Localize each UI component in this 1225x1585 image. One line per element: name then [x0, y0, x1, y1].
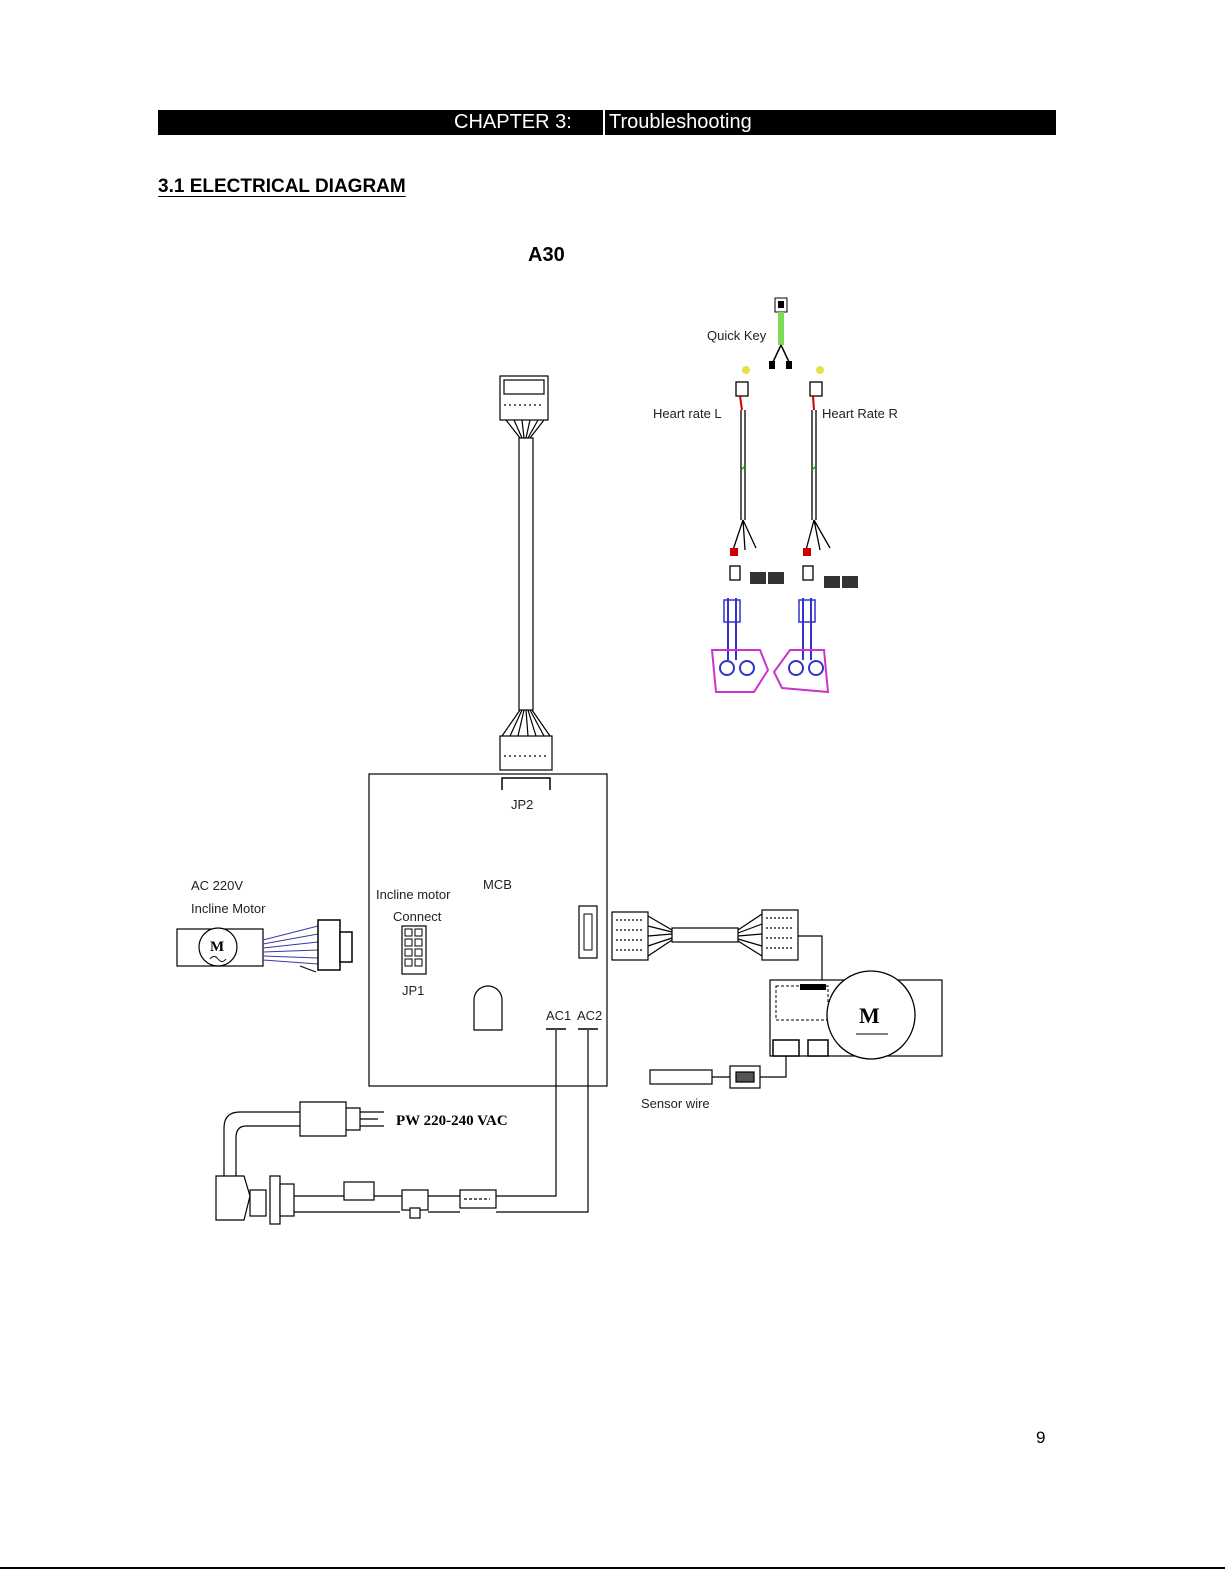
quick-key-label: Quick Key — [707, 328, 767, 343]
heart-rate-left-harness: Heart rate L — [653, 366, 784, 584]
heart-rate-right-label: Heart Rate R — [822, 406, 898, 421]
sensor-wire-label: Sensor wire — [641, 1096, 710, 1111]
drive-motor-harness — [612, 910, 822, 980]
bottom-rule — [0, 1567, 1225, 1569]
incline-motor: AC 220V Incline Motor M — [177, 878, 352, 972]
drive-motor-symbol: M — [859, 1003, 880, 1028]
connect-label: Connect — [393, 909, 442, 924]
mcb-label: MCB — [483, 877, 512, 892]
incline-motor-label: Incline motor — [376, 887, 451, 902]
drive-motor-board: M — [770, 971, 942, 1059]
jp2-label: JP2 — [511, 797, 533, 812]
ac1-label: AC1 — [546, 1008, 571, 1023]
page-number: 9 — [1036, 1428, 1045, 1448]
mcb-board: JP2 MCB Incline motor Connect JP1 AC1 AC… — [369, 774, 607, 1086]
quick-key-harness: Quick Key — [707, 298, 792, 369]
heart-rate-right-harness: Heart Rate R — [803, 366, 898, 588]
power-label: PW 220-240 VAC — [396, 1113, 508, 1129]
incline-motor-symbol: M — [210, 939, 224, 955]
ac2-label: AC2 — [577, 1008, 602, 1023]
jp1-label: JP1 — [402, 983, 424, 998]
jp2-cable — [500, 376, 552, 770]
sensor-wire: Sensor wire — [641, 1056, 786, 1111]
heart-rate-left-label: Heart rate L — [653, 406, 722, 421]
incline-motor-side-label: Incline Motor — [191, 901, 266, 916]
grip-plate-left — [712, 598, 768, 692]
ac-220v-label: AC 220V — [191, 878, 243, 893]
grip-plate-right — [774, 598, 828, 692]
